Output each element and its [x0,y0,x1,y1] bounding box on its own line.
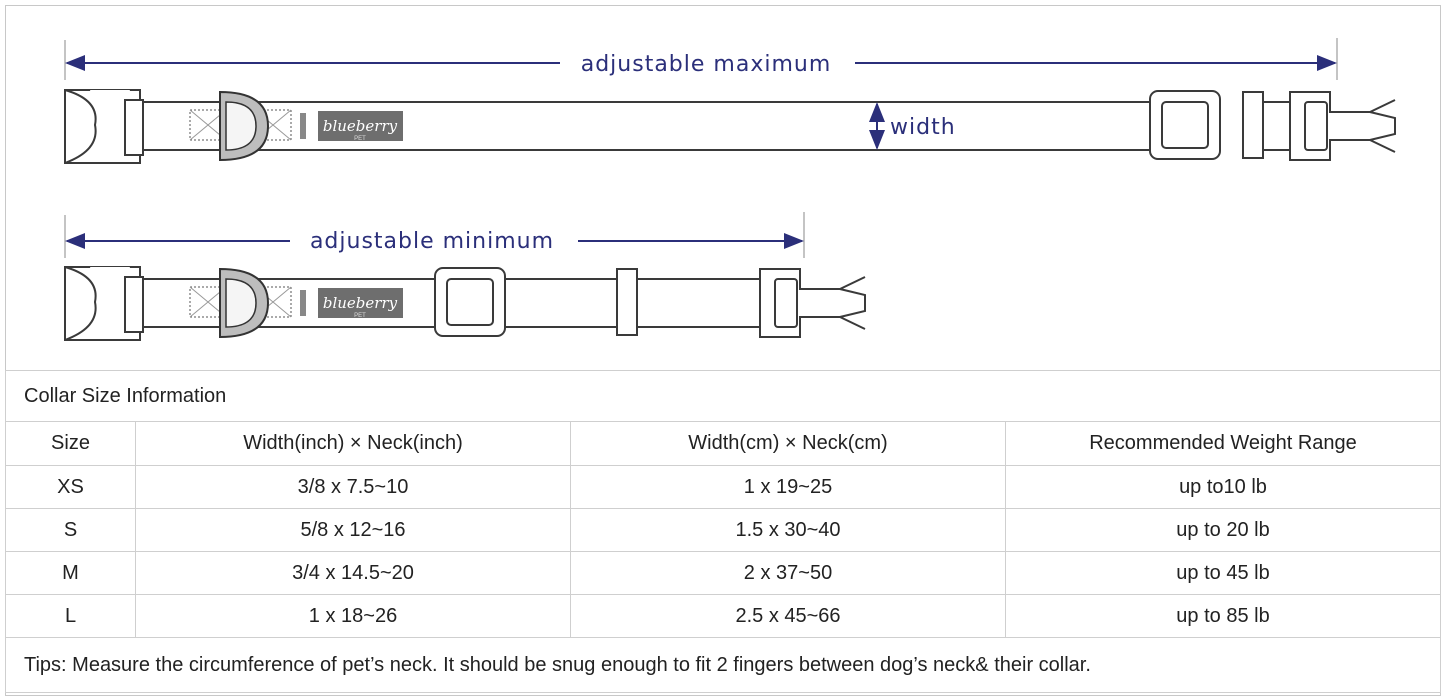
collar-max: blueberry PET [64,89,1396,164]
table-row: M 3/4 x 14.5~20 2 x 37~50 up to 45 lb [5,551,1441,595]
cell-size: XS [5,465,136,509]
header-inch: Width(inch) × Neck(inch) [135,421,571,466]
cell-cm: 2 x 37~50 [570,551,1006,595]
cell-inch: 3/8 x 7.5~10 [135,465,571,509]
cell-inch: 3/4 x 14.5~20 [135,551,571,595]
tip-text: Tips: Measure the circumference of pet’s… [5,637,1441,693]
header-cm: Width(cm) × Neck(cm) [570,421,1006,466]
width-label: width [890,115,956,140]
table-title: Collar Size Information [5,370,1441,422]
size-table: Collar Size Information Size Width(inch)… [5,370,1441,693]
cell-cm: 2.5 x 45~66 [570,594,1006,638]
table-row: XS 3/8 x 7.5~10 1 x 19~25 up to10 lb [5,465,1441,509]
cell-weight: up to 45 lb [1005,551,1441,595]
table-row: L 1 x 18~26 2.5 x 45~66 up to 85 lb [5,594,1441,638]
cell-size: L [5,594,136,638]
cell-inch: 1 x 18~26 [135,594,571,638]
cell-weight: up to10 lb [1005,465,1441,509]
header-size: Size [5,421,136,466]
max-label: adjustable maximum [581,52,832,77]
image-frame [5,5,1441,696]
logo-brand: blueberry [323,117,398,135]
table-row: S 5/8 x 12~16 1.5 x 30~40 up to 20 lb [5,508,1441,552]
cell-weight: up to 20 lb [1005,508,1441,552]
logo-sub: PET [354,136,366,142]
logo-brand-min: blueberry [323,294,398,312]
collar-diagram: adjustable maximum blueberry PET width a… [64,38,1396,341]
min-label: adjustable minimum [310,229,554,254]
cell-cm: 1.5 x 30~40 [570,508,1006,552]
cell-size: M [5,551,136,595]
cell-inch: 5/8 x 12~16 [135,508,571,552]
cell-weight: up to 85 lb [1005,594,1441,638]
table-header: Size Width(inch) × Neck(inch) Width(cm) … [5,421,1441,466]
cell-cm: 1 x 19~25 [570,465,1006,509]
collar-min: blueberry PET [64,266,866,341]
header-weight: Recommended Weight Range [1005,421,1441,466]
cell-size: S [5,508,136,552]
logo-sub-min: PET [354,313,366,319]
